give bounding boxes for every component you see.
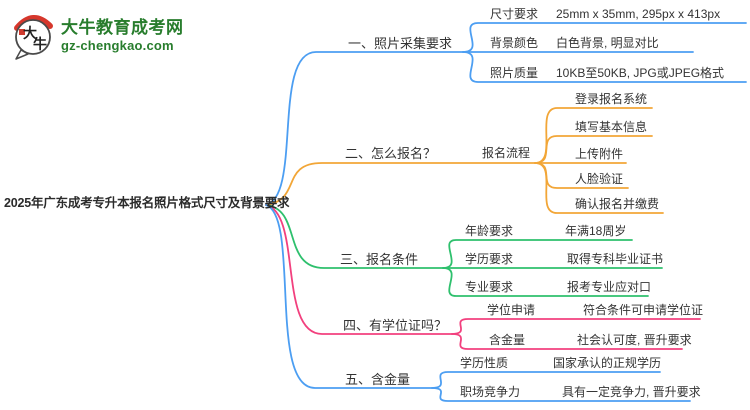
branch5-label: 五、含金量 (345, 372, 411, 387)
branch5-child1-label: 学历性质 (460, 356, 509, 370)
branch3-child1-value: 年满18周岁 (565, 224, 627, 238)
branch2-child2-line (534, 135, 653, 164)
branch1-child3-value: 10KB至50KB, JPG或JPEG格式 (556, 66, 725, 80)
svg-text:大: 大 (23, 25, 37, 42)
logo-subtitle: gz-chengkao.com (61, 38, 174, 53)
branch3-child1-label: 年龄要求 (465, 224, 514, 238)
branch4-child2-value: 社会认可度, 晋升要求 (577, 333, 692, 347)
branch5-child2-label: 职场竞争力 (460, 385, 521, 399)
branch2-child2-label: 填写基本信息 (575, 120, 648, 134)
branch1-child1-label: 尺寸要求 (490, 7, 539, 21)
branch1-line (265, 51, 464, 206)
branch4-child2-label: 含金量 (489, 333, 526, 347)
branch1-child2-value: 白色背景, 明显对比 (556, 36, 659, 50)
branch2-line (265, 162, 536, 206)
branch4-child1-label: 学位申请 (487, 303, 536, 317)
branch1-child3-line (462, 51, 747, 83)
branch5-child1-value: 国家承认的正规学历 (553, 356, 662, 370)
svg-text:牛: 牛 (33, 36, 47, 53)
site-logo[interactable]: 大 牛 大牛教育成考网 gz-chengkao.com (12, 12, 184, 60)
branch2-child5-line (534, 162, 664, 214)
branch2-sublabel: 报名流程 (482, 146, 531, 160)
branch1-label: 一、照片采集要求 (348, 36, 453, 51)
branch4-child1-line (451, 318, 701, 335)
branch4-child2-line (451, 333, 683, 350)
branch3-label: 三、报名条件 (340, 252, 419, 267)
branch3-child3-label: 专业要求 (465, 280, 514, 294)
branch3-child2-label: 学历要求 (465, 252, 514, 266)
branch2-child3-label: 上传附件 (575, 147, 624, 161)
branch5-child2-line (431, 387, 691, 402)
branch3-line (265, 204, 444, 269)
branch1-child1-line (462, 22, 747, 53)
branch2-child4-label: 人脸验证 (575, 172, 624, 186)
branch5-child2-value: 具有一定竞争力, 晋升要求 (562, 385, 701, 399)
logo-title: 大牛教育成考网 (61, 18, 184, 37)
branch4-child1-value: 符合条件可申请学位证 (583, 303, 704, 317)
branch4-line (265, 204, 453, 335)
ox-mascot-icon: 大 牛 (14, 15, 53, 60)
branch3-child3-value: 报考专业应对口 (567, 280, 652, 294)
branch3-child1-line (442, 239, 633, 269)
branch3-child3-line (442, 267, 649, 297)
branch2-child1-line (534, 107, 653, 164)
branch1-child1-value: 25mm x 35mm, 295px x 413px (556, 7, 721, 21)
branch2-child5-label: 确认报名并缴费 (575, 197, 660, 211)
branch1-child3-label: 照片质量 (490, 66, 539, 80)
root-topic: 2025年广东成考专升本报名照片格式尺寸及背景要求 (4, 196, 290, 210)
branch5-child1-line (431, 371, 661, 389)
branch5-line (265, 204, 433, 389)
branch1-child2-label: 背景颜色 (490, 36, 539, 50)
branch2-label: 二、怎么报名？ (345, 146, 437, 161)
branch3-child2-value: 取得专科毕业证书 (567, 252, 664, 266)
branch4-label: 四、有学位证吗？ (343, 318, 448, 333)
branch2-child1-label: 登录报名系统 (575, 92, 648, 106)
